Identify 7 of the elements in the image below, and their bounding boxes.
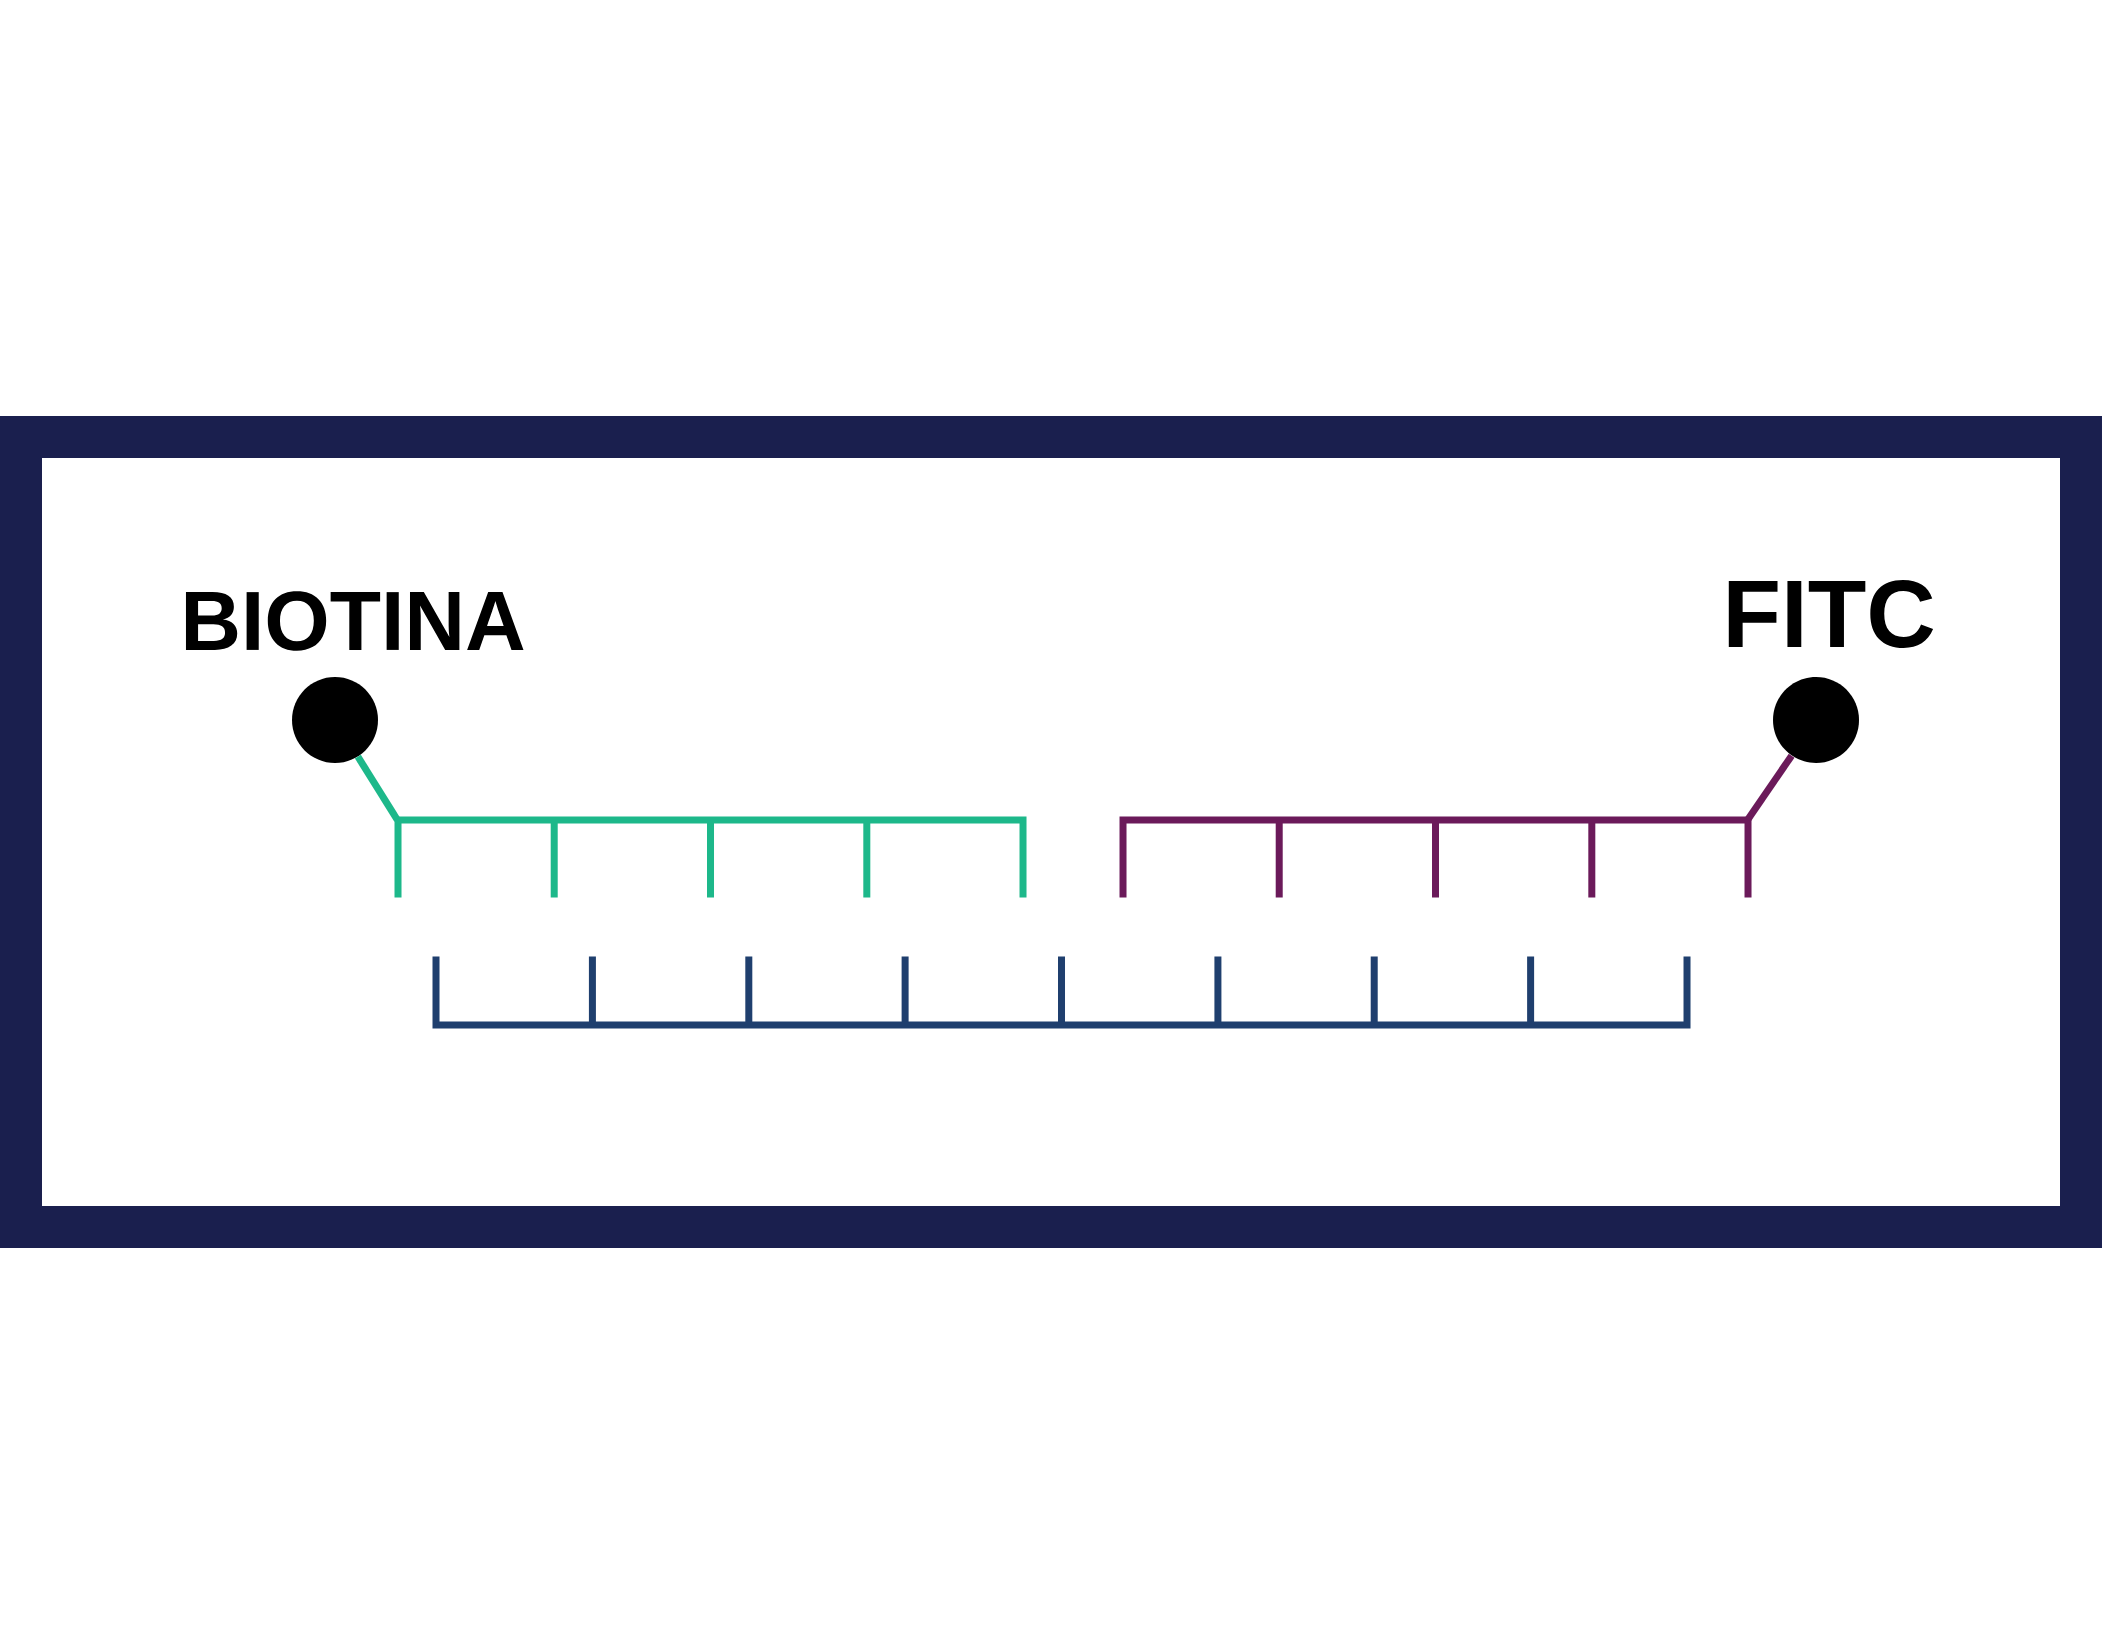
label: FITC [1728, 580, 1934, 648]
connector-line [354, 754, 401, 822]
strand-drawing [1119, 816, 1752, 898]
connector-line [1744, 753, 1795, 822]
strand-drawing [394, 816, 1027, 898]
strand-drawing [432, 956, 1691, 1029]
label: BIOTINA [185, 591, 524, 651]
